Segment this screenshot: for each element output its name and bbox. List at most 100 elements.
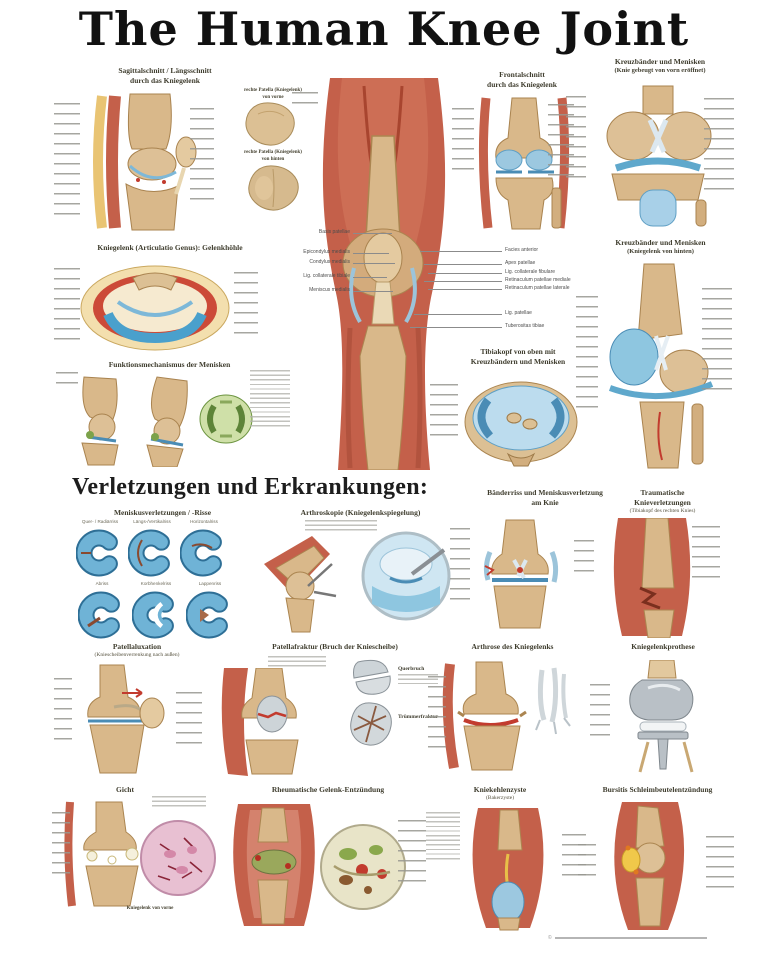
cruciate-front-illustration (606, 85, 712, 227)
microtext-labels (692, 526, 720, 586)
heading-kniekehlenzyste: Kniekehlenzyste (Bakerzyste) (445, 785, 555, 802)
leader-line (424, 281, 502, 282)
heading-sagittal: Sagittalschnitt / Längsschnitt durch das… (60, 66, 270, 86)
microtext-labels (430, 384, 458, 440)
heading-line: durch das Kniegelenk (487, 79, 557, 89)
heading-line: (Bakerzyste) (485, 794, 515, 801)
microtext-paragraph (152, 796, 206, 808)
anatomy-label: Lig. collaterale tibiale (303, 273, 350, 279)
microtext-labels (590, 684, 610, 742)
traumatic-injury-illustration (613, 518, 691, 638)
microtext-labels (578, 844, 596, 878)
rheuma-microscopy-inset (320, 824, 406, 910)
heading-arthroskopie: Arthroskopie (Kniegelenkspiegelung) (258, 508, 463, 518)
joint-cavity-axial-illustration (80, 265, 230, 351)
heading-line: Knieverletzungen (634, 497, 691, 507)
meniscus-tear-label: Korbhenkelriss (140, 581, 172, 586)
leader-line (428, 273, 502, 274)
anatomy-label: Meniscus medialis (309, 287, 350, 293)
microtext-labels (54, 268, 80, 346)
anatomy-label: Retinaculum patellae mediale (505, 277, 571, 283)
leader-line (353, 263, 395, 264)
microtext-paragraph (426, 812, 460, 860)
microtext-labels (566, 96, 586, 180)
leader-line (353, 291, 393, 292)
heading-baenderriss: Bänderriss und Meniskusverletzung am Kni… (455, 488, 635, 508)
meniscus-tear-flap (186, 591, 232, 639)
heading-line: Bursitis Schleimbeutelentzündung (602, 785, 713, 794)
anatomy-label: Condylus medialis (309, 259, 350, 265)
heading-line: (Tibiakopf des rechten Knies) (629, 507, 696, 514)
microtext-labels (176, 692, 202, 744)
caption-gicht: Kniegelenk von vorne (95, 906, 205, 913)
heading-cruciate-front: Kreuzbänder und Menisken (Knie gebeugt v… (575, 57, 745, 75)
heading-frontal: Frontalschnitt durch das Kniegelenk (462, 70, 582, 90)
heading-cruciate-back: Kreuzbänder und Menisken (Kniegelenk von… (578, 238, 743, 256)
heading-rheuma: Rheumatische Gelenk-Entzündung (248, 785, 408, 795)
gout-microscopy-inset (140, 820, 216, 896)
anatomy-label: Tuberositas tibiae (505, 323, 545, 329)
heading-line: Kniegelenk (Articulatio Genus): Gelenkhö… (97, 243, 243, 252)
heading-traumatisch: Traumatische Knieverletzungen (Tibiakopf… (600, 488, 725, 515)
heading-line: Kreuzbänder und Menisken (614, 57, 706, 66)
anatomy-label: Lig. patellae (505, 310, 532, 316)
heading-arthrose: Arthrose des Kniegelenks (445, 642, 580, 652)
heading-line: Meniskusverletzungen / -Risse (113, 508, 212, 517)
leader-line (424, 264, 502, 265)
heading-line: Kniegelenkprothese (631, 642, 695, 651)
heading-line: Arthroskopie (Kniegelenkspiegelung) (300, 508, 421, 517)
caption-line: rechte Patella (Kniegelenk) (244, 88, 302, 93)
meniscus-top-view-diagram (199, 394, 253, 444)
microtext-labels (398, 820, 426, 888)
anatomy-label: Facies anterior (505, 247, 539, 253)
heading-line: Kniekehlenzyste (473, 785, 527, 794)
heading-line: Tibiakopf von oben mit (480, 347, 556, 356)
heading-line: (Kniescheibenverrenkung nach außen) (94, 651, 180, 658)
heading-funktionsmechanismus: Funktionsmechanismus der Menisken (62, 360, 277, 370)
baker-cyst-illustration (472, 808, 544, 931)
leader-line (420, 251, 502, 252)
meniscus-tear-horizontal (180, 529, 226, 577)
heading-line: Sagittalschnitt / Längsschnitt (118, 66, 212, 75)
knee-prosthesis-illustration (629, 660, 694, 773)
heading-tibiakopf: Tibiakopf von oben mit Kreuzbändern und … (438, 347, 598, 367)
heading-gicht: Gicht (95, 785, 155, 795)
microtext-labels (576, 296, 598, 408)
fracture-type-label: Querbruch (398, 666, 425, 672)
meniscus-tear-label: Abriss (95, 581, 109, 586)
fracture-type-label: Trümmerfraktur (398, 714, 439, 720)
heading-line: Kreuzbändern und Menisken (470, 356, 566, 366)
heading-prothese: Kniegelenkprothese (598, 642, 728, 652)
transverse-fracture-illustration (353, 659, 391, 695)
heading-line: Gicht (116, 785, 134, 794)
anatomy-label: Epicondylus medialis (303, 249, 350, 255)
leader-line (414, 314, 502, 315)
patella-front-illustration (245, 102, 295, 146)
meniscus-function-knee-1 (81, 376, 119, 466)
heading-bursitis: Bursitis Schleimbeutelentzündung (580, 785, 735, 795)
meniscus-tear-vertical (128, 529, 174, 577)
heading-patellafraktur: Patellafraktur (Bruch der Kniescheibe) (230, 642, 440, 652)
heading-line: (Knie gebeugt von vorn eröffnet) (614, 66, 706, 74)
microtext-labels (704, 98, 734, 190)
microtext-labels (574, 540, 594, 580)
meniscus-tear-label: Quer- / Radiärriss (81, 519, 119, 524)
anatomy-label: Lig. collaterale fibulare (505, 269, 556, 275)
meniscus-tear-avulsion (78, 591, 124, 639)
comminuted-fracture-illustration (350, 702, 392, 746)
anatomy-label: Apex patellae (505, 260, 536, 266)
heading-line: (Kniegelenk von hinten) (627, 247, 694, 255)
caption-patella-back: rechte Patella (Kniegelenk) von hinten (226, 150, 320, 164)
heading-line: am Knie (531, 497, 559, 507)
anatomy-label: Retinaculum patellae laterale (505, 285, 570, 291)
microtext-labels (54, 103, 80, 221)
caption-line: rechte Patella (Kniegelenk) (244, 150, 302, 155)
bursitis-illustration (614, 802, 685, 930)
microtext-paragraph (250, 370, 290, 428)
leader-line (410, 327, 502, 328)
heading-line: Patellafraktur (Bruch der Kniescheibe) (272, 642, 398, 651)
microtext-labels (452, 108, 474, 170)
poster-title: The Human Knee Joint (78, 2, 690, 56)
meniscus-tear-radial (76, 529, 122, 577)
heading-line: Rheumatische Gelenk-Entzündung (271, 785, 385, 794)
